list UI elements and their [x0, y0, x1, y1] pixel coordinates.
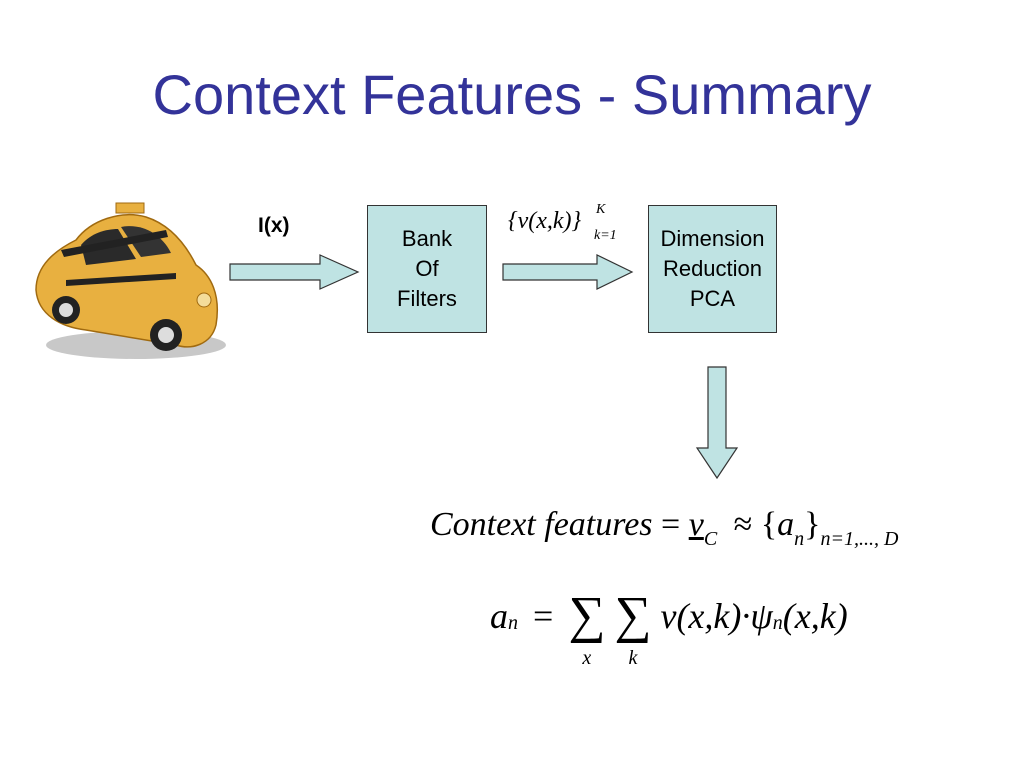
eq1-approx: ≈ [733, 506, 753, 543]
eq1-equals: = [661, 506, 681, 543]
car-window-front [121, 226, 171, 257]
box-line: Dimension [660, 226, 765, 251]
eq1-v: v [688, 506, 704, 543]
front-hub [158, 327, 174, 343]
an-equation: an = ∑ x ∑ k v(x,k)·ψn(x,k) [490, 587, 848, 669]
box-line: Reduction [662, 256, 763, 281]
sum-over-x: ∑ x [568, 587, 606, 669]
eq2-a: a [490, 596, 508, 636]
sum-symbol: ∑ [614, 587, 652, 644]
context-features-equation: Context features = vC ≈ {an}n=1,..., D [430, 506, 898, 551]
input-label: I(x) [258, 214, 290, 237]
roof-sign [115, 202, 145, 214]
eq2-term: v(x,k)·ψ [660, 596, 773, 636]
checker-band-lower [66, 273, 176, 286]
filter-output-set: {v(x,k)} K k=1 [508, 202, 617, 243]
eq2-tail: (x,k) [782, 596, 848, 636]
eq1-set-close: } [804, 506, 821, 543]
headlight [196, 292, 212, 308]
sum-over-k: ∑ k [614, 587, 652, 669]
checker-band [61, 230, 168, 257]
box-line: Of [415, 256, 439, 281]
filter-output-upper: K [596, 202, 606, 217]
slide-title: Context Features - Summary [152, 63, 872, 126]
eq2-psi-sub: n [772, 612, 783, 634]
sum-index-k: k [628, 647, 638, 669]
arrow-input-to-filters [229, 254, 360, 290]
eq2-equals: = [533, 596, 554, 636]
eq1-set-open: { [760, 506, 778, 543]
box-line: Filters [397, 286, 457, 311]
sum-index-x: x [582, 647, 592, 669]
eq1-a-sub: n [794, 528, 805, 550]
eq1-lhs: Context features [430, 506, 653, 543]
sum-symbol: ∑ [568, 587, 606, 644]
arrow-down-to-features [695, 366, 739, 480]
rear-hub [59, 303, 73, 317]
taxi-car-image [35, 202, 226, 359]
dimension-reduction-box: Dimension Reduction PCA [648, 205, 777, 333]
arrow-filters-to-reduction [502, 254, 634, 290]
eq1-range: n=1,..., D [820, 528, 899, 550]
box-line: Bank [401, 226, 453, 251]
eq2-a-sub: n [508, 612, 518, 634]
filter-output-lower: k=1 [594, 228, 617, 243]
eq1-v-sub: C [703, 528, 718, 550]
bank-of-filters-box: Bank Of Filters [367, 205, 487, 333]
box-line: PCA [689, 286, 736, 311]
filter-output-expr: {v(x,k)} [508, 208, 582, 234]
eq1-a: a [777, 506, 795, 543]
